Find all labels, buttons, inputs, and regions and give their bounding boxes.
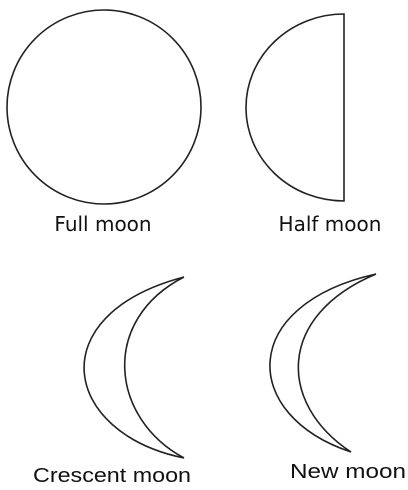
full-moon-figure: Full moon [7,10,201,236]
full-moon-shape [7,10,201,204]
half-moon-shape [246,14,344,201]
half-moon-figure: Half moon [246,14,381,236]
full-moon-label: Full moon [54,212,151,236]
new-moon-label: New moon [290,461,406,483]
crescent-moon-figure: Crescent moon [33,277,191,487]
new-moon-figure: New moon [270,274,406,483]
new-moon-shape [270,274,376,452]
half-moon-label: Half moon [279,212,382,236]
crescent-moon-label: Crescent moon [33,465,191,487]
crescent-moon-shape [84,277,184,458]
